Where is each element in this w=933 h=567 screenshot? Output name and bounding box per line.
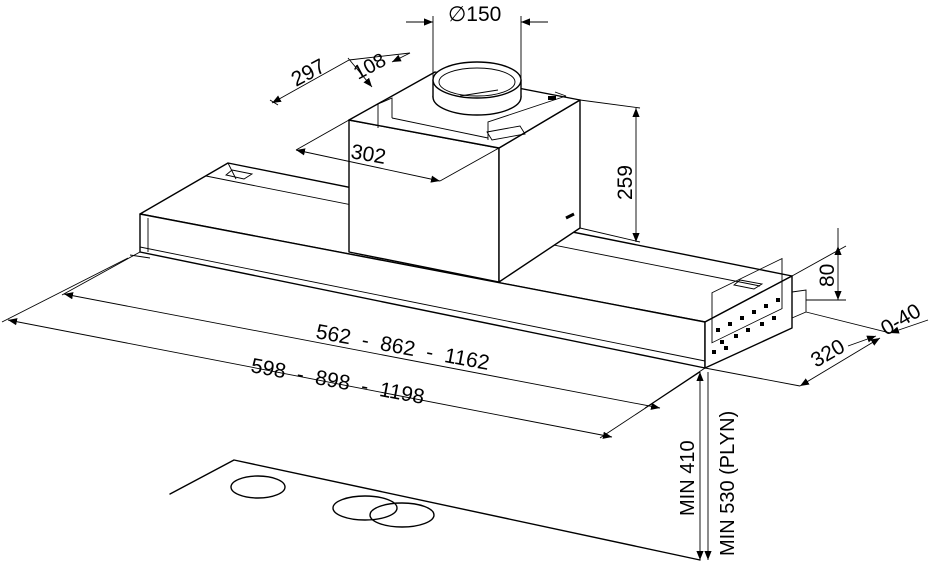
label-depth-297: 297	[288, 55, 330, 92]
label-inner-widths: 562 - 862 - 1162	[314, 320, 491, 375]
label-depth-320: 320	[807, 335, 849, 372]
label-duct-diameter: ∅150	[448, 3, 501, 26]
hob-burner-3	[369, 502, 435, 528]
label-height-80: 80	[816, 264, 839, 287]
hob-burner-1	[230, 475, 286, 499]
top-rail-clip-right	[732, 279, 764, 290]
label-offset-108: 108	[350, 49, 390, 84]
side-slot	[565, 212, 575, 220]
housing-side	[704, 275, 793, 369]
dimension-lines	[1, 16, 929, 560]
top-clip	[548, 96, 556, 100]
label-outer-widths: 598 - 898 - 1198	[249, 354, 426, 409]
top-rail-clip-left	[225, 169, 254, 180]
label-adjust-0-40: 0-40	[877, 299, 925, 340]
label-height-259: 259	[614, 165, 637, 200]
hob	[169, 459, 701, 561]
label-min-530: MIN 530 (PLYN)	[717, 411, 739, 556]
label-min-410: MIN 410	[677, 440, 699, 516]
duct-flap	[459, 89, 499, 97]
connector-panel	[711, 257, 783, 344]
duct-collar-rim	[432, 61, 522, 99]
connector-holes	[712, 298, 780, 354]
top-inner-bracket-left	[377, 97, 393, 118]
wall-bracket	[791, 289, 807, 319]
hob-outline	[169, 459, 701, 561]
duct-collar-inner	[438, 67, 516, 97]
top-inner-front	[391, 117, 489, 139]
motor-box	[348, 61, 581, 283]
top-inner-edge	[554, 91, 567, 97]
top-rail-corner	[227, 162, 237, 180]
flap-mechanism	[486, 125, 526, 141]
hob-burner-2	[332, 495, 398, 521]
